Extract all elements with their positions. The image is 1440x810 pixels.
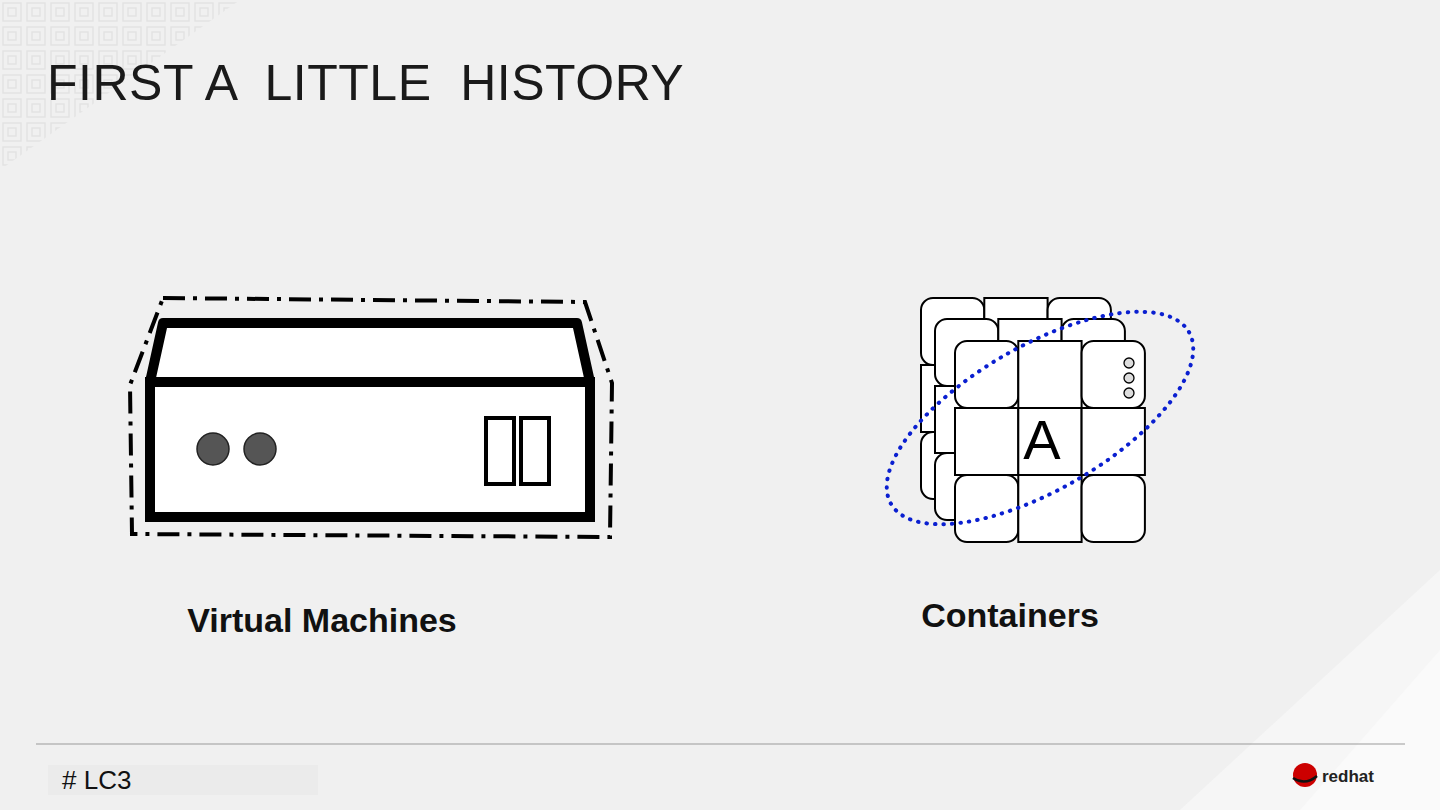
port-dot [1124,358,1134,368]
logo-wordmark: redhat [1322,768,1374,787]
cube-cell [955,475,1018,542]
port-dot [1124,373,1134,383]
port-dot [1124,388,1134,398]
container-cube [855,270,1225,567]
hashtag-label: # LC3 [62,766,131,795]
orbit-ring [855,270,1225,567]
cube-layer [955,341,1145,542]
cube-cell [1082,341,1145,408]
caption-label: Containers [921,597,1099,634]
logo-circle [1293,763,1317,787]
footer-tag [48,765,318,795]
slide-title: FIRST A LITTLE HISTORY [47,56,684,111]
cube-cell [1082,408,1145,475]
redhat-logo-mark [1293,763,1317,787]
corner-band [1180,570,1440,810]
cube-cell [1018,475,1081,542]
footer-rule [36,744,1405,745]
cube-cell [1018,341,1081,408]
caption-label: Virtual Machines [187,602,457,639]
cube-cell [955,408,1018,475]
port-dots [1124,358,1134,398]
cube-cell [1082,475,1145,542]
logo-brim [1293,776,1317,782]
corner-band [1300,650,1440,810]
server-icon [130,298,612,537]
cube-cell [1018,408,1081,475]
cube-cell [955,341,1018,408]
cell-letter: A [1023,409,1060,471]
